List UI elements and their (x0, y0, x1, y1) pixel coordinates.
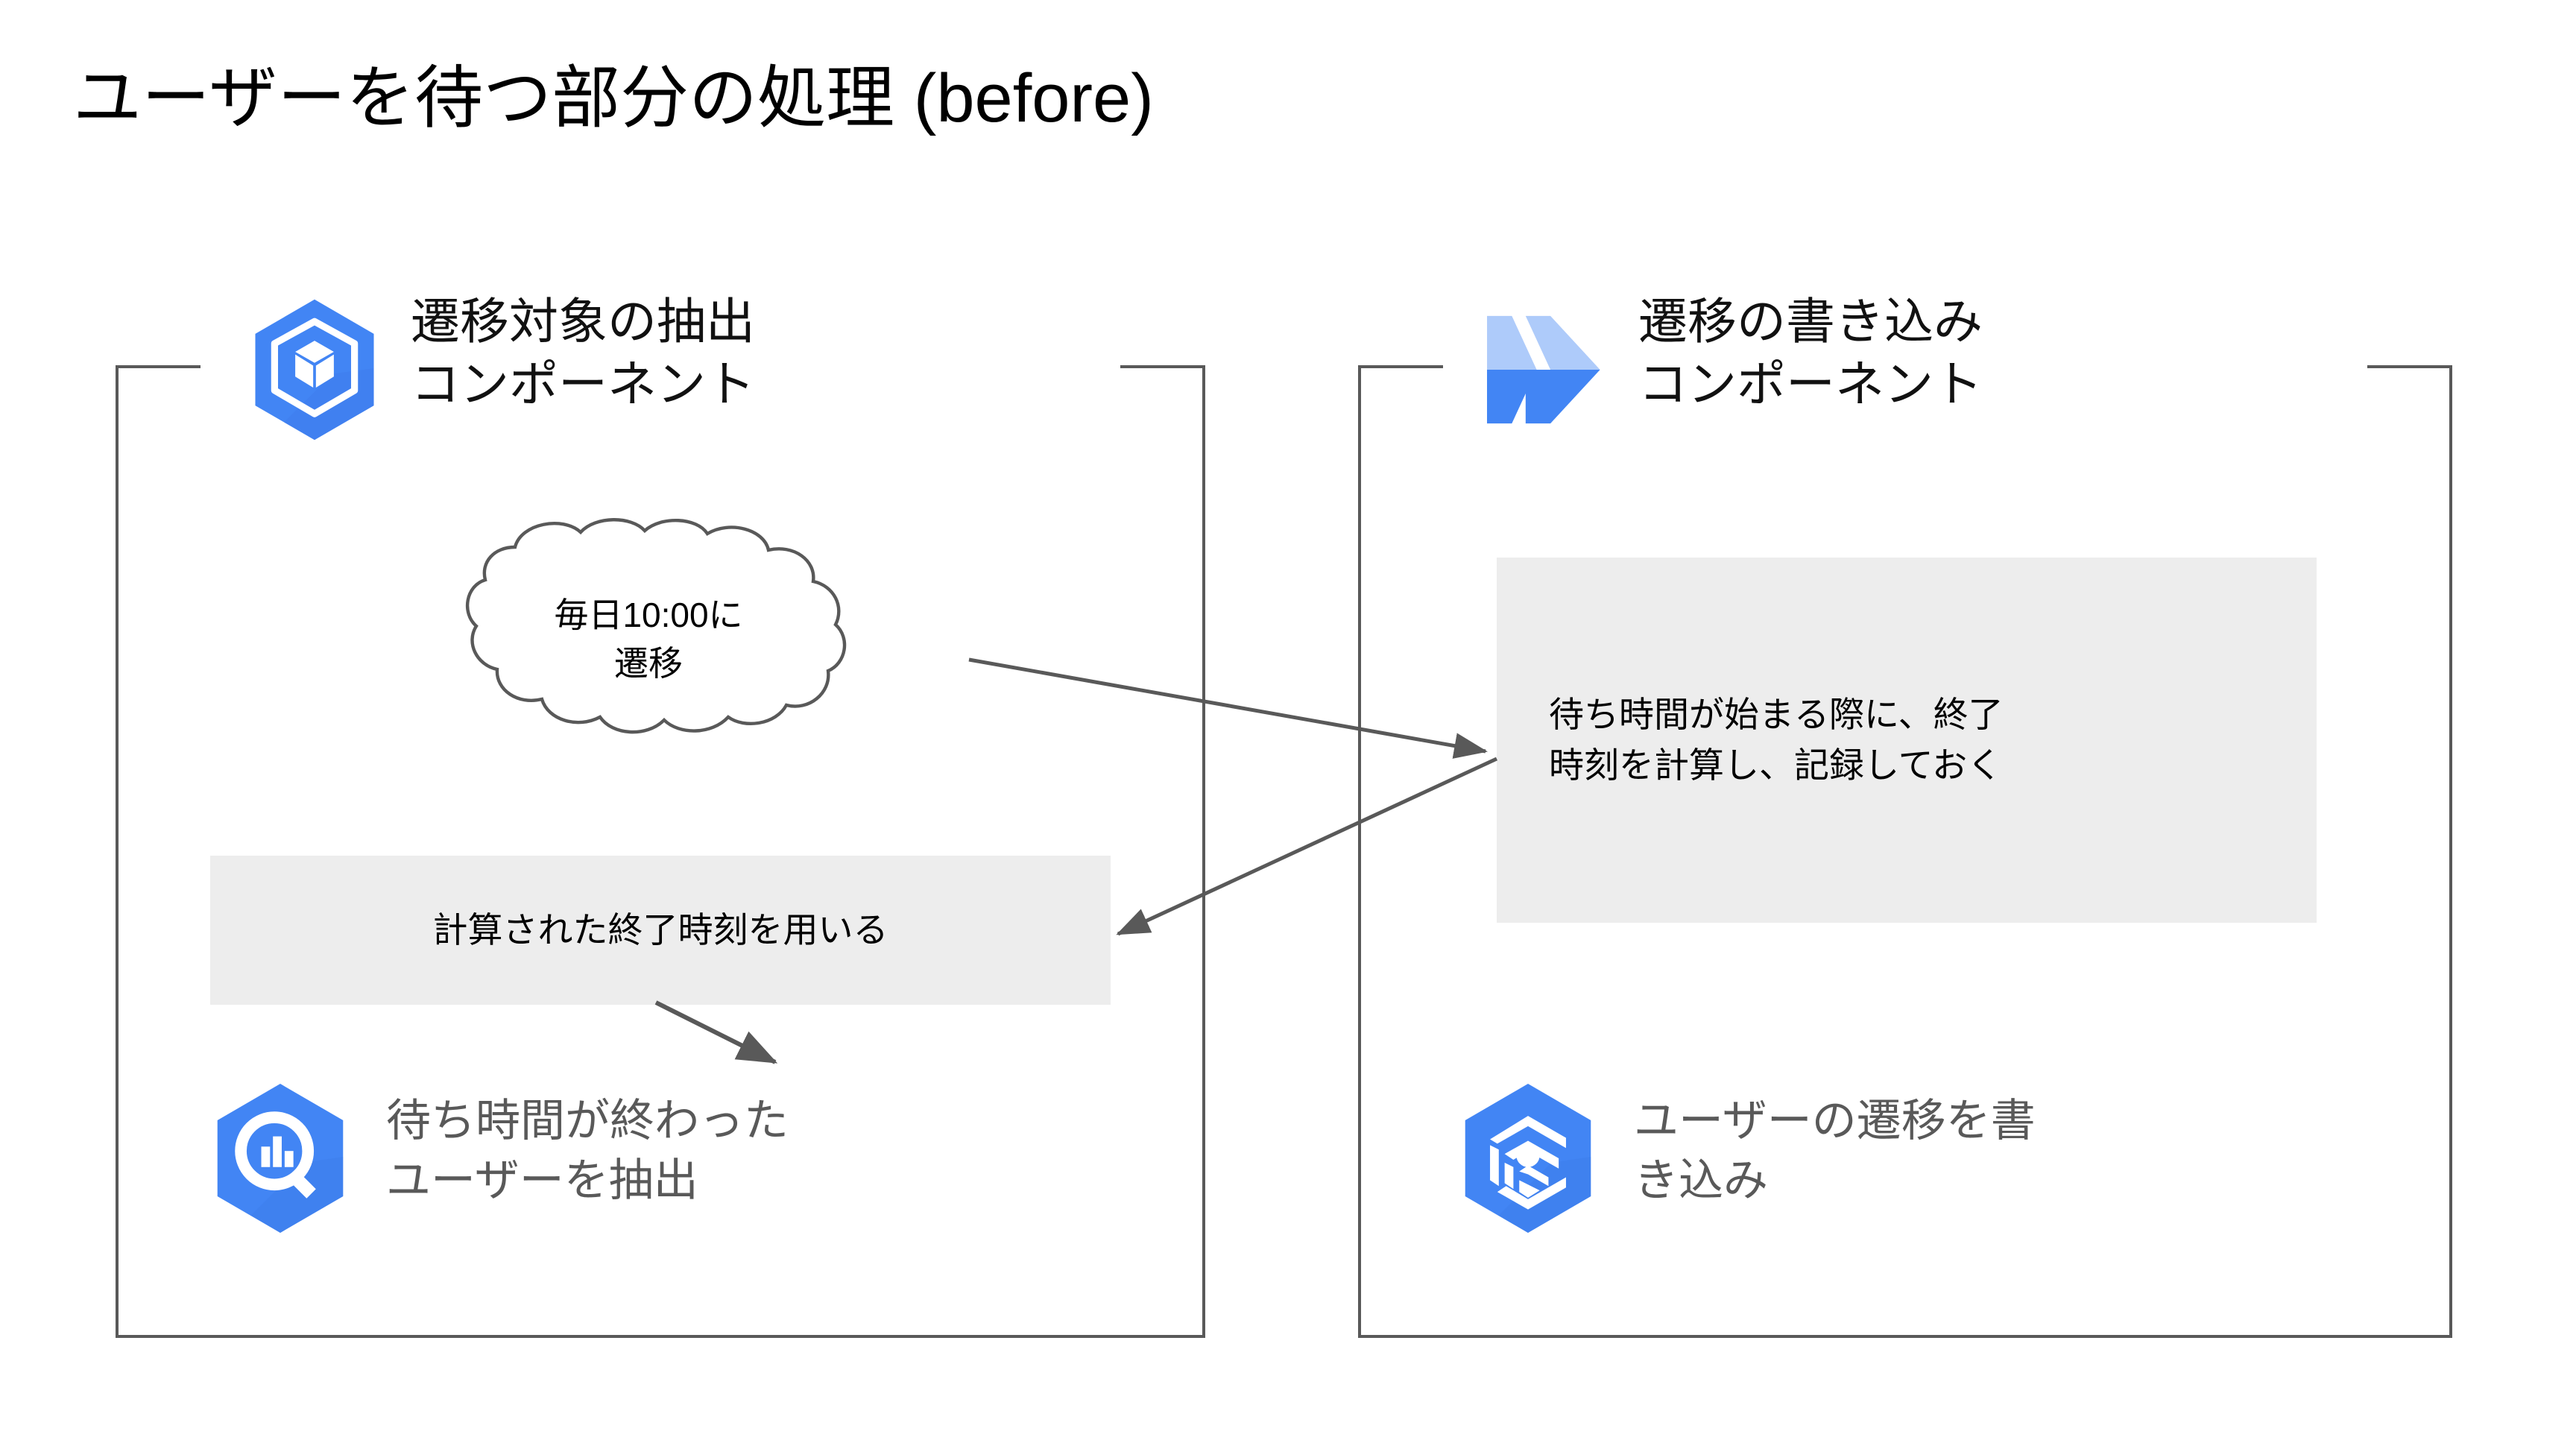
component-title-left: 遷移対象の抽出 コンポーネント (411, 294, 755, 411)
bigquery-service-label: 待ち時間が終わった ユーザーを抽出 (386, 1096, 789, 1205)
dataflow-icon (1455, 1079, 1601, 1237)
page-title: ユーザーを待つ部分の処理 (before) (73, 60, 1154, 136)
bigquery-icon (207, 1079, 353, 1237)
right-note-text: 待ち時間が始まる際に、終了 時刻を計算し、記録しておく (1549, 694, 2004, 785)
cloud-thought-shape (339, 514, 1040, 745)
left-note-box: 計算された終了時刻を用いる (210, 856, 1111, 1005)
kubernetes-engine-icon (245, 297, 384, 443)
component-container-left: 遷移対象の抽出 コンポーネント (116, 294, 1205, 1338)
dataflow-service: ユーザーの遷移を書 き込み (1455, 1079, 2253, 1237)
cloud-label: 毎日10:00に 遷移 (554, 596, 743, 683)
bigquery-service: 待ち時間が終わった ユーザーを抽出 (207, 1079, 789, 1237)
component-header-left: 遷移対象の抽出 コンポーネント (245, 286, 755, 441)
cloud-run-chevron-icon (1473, 297, 1611, 443)
dataflow-service-label: ユーザーの遷移を書 き込み (1634, 1096, 2036, 1205)
right-note-box: 待ち時間が始まる際に、終了 時刻を計算し、記録しておく (1497, 558, 2317, 923)
left-note-text: 計算された終了時刻を用いる (432, 909, 888, 950)
component-header-right: 遷移の書き込み コンポーネント (1473, 286, 1983, 432)
component-container-right: 遷移の書き込み コンポーネント (1358, 294, 2452, 1338)
component-title-right: 遷移の書き込み コンポーネント (1638, 294, 1983, 411)
